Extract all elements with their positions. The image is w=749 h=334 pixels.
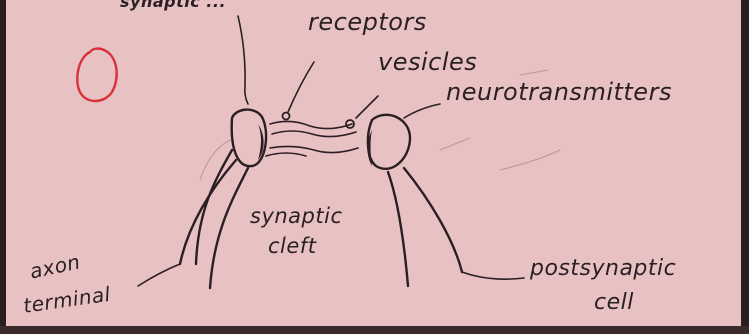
right-frame-edge xyxy=(741,0,749,334)
bottom-frame-edge xyxy=(0,326,749,334)
top-scribble-text: synaptic ... xyxy=(120,0,226,10)
postsynaptic-cell-label-line1: postsynaptic xyxy=(530,258,676,280)
neurotransmitters-label: neurotransmitters xyxy=(446,80,672,104)
left-frame-edge xyxy=(0,0,6,334)
synaptic-cleft-label-line2: cleft xyxy=(268,236,316,257)
synaptic-cleft-label-line1: synaptic xyxy=(250,206,343,227)
receptors-label: receptors xyxy=(308,10,427,34)
vesicles-label: vesicles xyxy=(378,50,477,74)
postsynaptic-cell-label-line2: cell xyxy=(594,292,634,314)
